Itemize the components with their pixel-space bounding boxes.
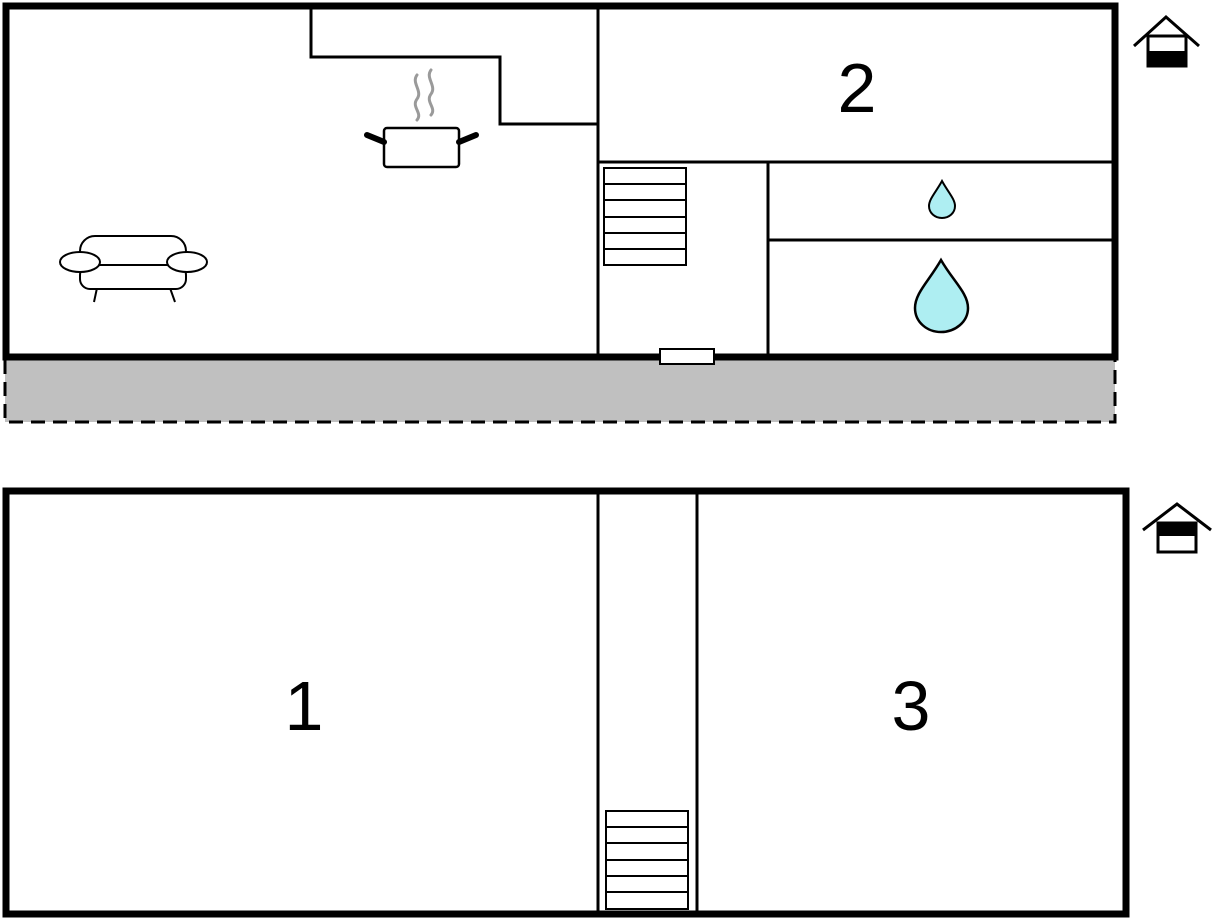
cooking-pot-icon [364, 68, 479, 169]
stairs-icon [605, 810, 689, 910]
water-drop-icon [913, 257, 970, 334]
room-number-1: 1 [285, 667, 324, 745]
house-upper-floor-icon [1132, 14, 1200, 68]
room-number-2: 2 [838, 49, 877, 127]
balcony [3, 356, 1117, 424]
house-ground-floor-icon [1142, 502, 1212, 554]
water-drop-icon [927, 178, 957, 220]
sofa-icon [59, 235, 208, 303]
upper-floor: 2 [2, 2, 1200, 424]
stairs-icon [603, 167, 687, 266]
room-number-3: 3 [892, 667, 931, 745]
entrance-door [659, 348, 715, 365]
upper-inner-walls [309, 5, 1115, 357]
ground-inner-walls [596, 491, 699, 913]
ground-floor: 1 3 [2, 487, 1212, 918]
ground-outer-wall [2, 487, 1130, 918]
upper-outer-wall [2, 2, 1119, 361]
